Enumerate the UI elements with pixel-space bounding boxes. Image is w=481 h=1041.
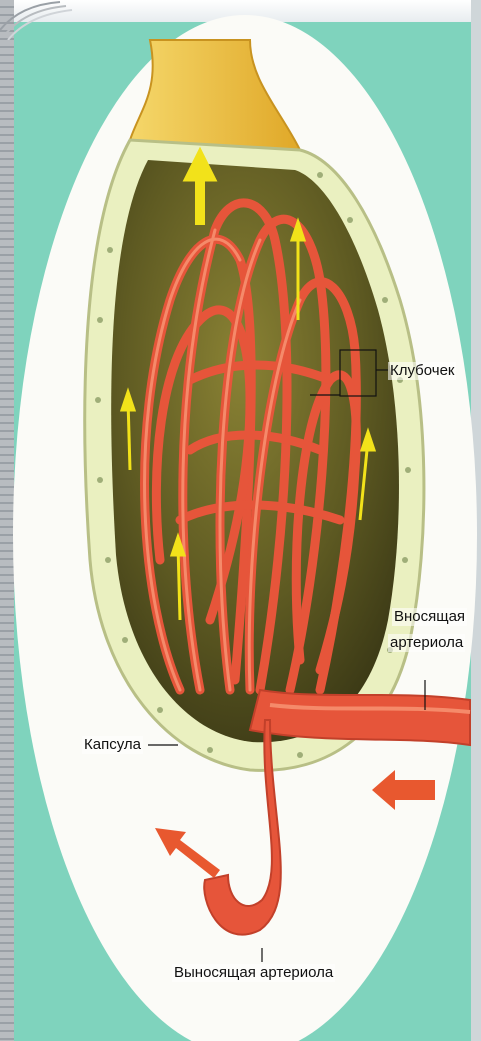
afferent-arteriole-label-line1: Вносящая [392,608,467,626]
capsule-label: Капсула [82,736,143,754]
glomerulus-label: Клубочек [388,362,456,380]
afferent-arteriole-label-line2: артериола [388,634,465,652]
efferent-arteriole-label: Выносящая артериола [172,964,335,982]
